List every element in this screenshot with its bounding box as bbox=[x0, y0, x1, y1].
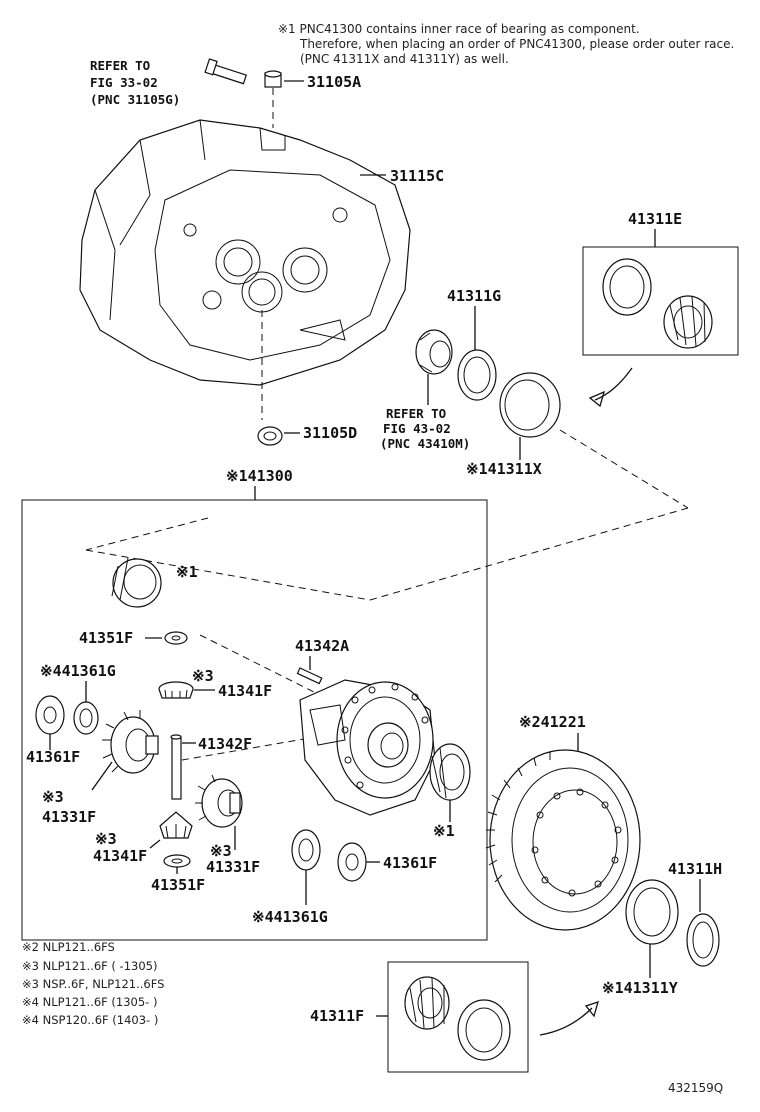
box-41300-differential-assembly bbox=[21, 499, 488, 941]
marker-3-bl: ※3 bbox=[95, 830, 117, 848]
part-41331F-side-gear-left[interactable] bbox=[102, 710, 159, 774]
label-41311H: 41311H bbox=[668, 860, 722, 878]
label-41331F-left: 41331F bbox=[42, 808, 96, 826]
part-41342A-pin[interactable] bbox=[296, 667, 323, 685]
note-line-2: Therefore, when placing an order of PNC4… bbox=[299, 37, 734, 51]
part-41300-inner-bearing-top[interactable] bbox=[111, 557, 162, 608]
footnote-2: ※3 NLP121..6F ( -1305) bbox=[22, 959, 157, 973]
label-41361F-left: 41361F bbox=[26, 748, 80, 766]
part-41341F-pinion-bottom[interactable] bbox=[159, 811, 193, 839]
part-41341F-pinion-top[interactable] bbox=[158, 681, 194, 699]
part-41311X-outer-race[interactable] bbox=[499, 372, 561, 438]
label-41300: ※141300 bbox=[226, 467, 293, 485]
part-41300-inner-bearing-right[interactable] bbox=[429, 743, 471, 801]
svg-text:REFER TO: REFER TO bbox=[90, 58, 150, 73]
label-41341F-top: 41341F bbox=[218, 682, 272, 700]
part-41361F-washer-right[interactable] bbox=[337, 842, 367, 882]
part-41311G-shim[interactable] bbox=[457, 349, 497, 401]
part-41351F-washer-bottom[interactable] bbox=[163, 854, 191, 868]
label-31105A: 31105A bbox=[307, 73, 361, 91]
svg-text:(PNC 43410M): (PNC 43410M) bbox=[380, 436, 470, 451]
box-41311E bbox=[582, 246, 739, 356]
label-41221: ※241221 bbox=[519, 713, 586, 731]
label-41361G-bot: ※441361G bbox=[252, 908, 328, 926]
label-41342A: 41342A bbox=[295, 637, 349, 655]
label-41351F-top: 41351F bbox=[79, 629, 133, 647]
part-41351F-washer-top[interactable] bbox=[164, 631, 188, 645]
label-41361F-right: 41361F bbox=[383, 854, 437, 872]
part-41311Y-outer-race[interactable] bbox=[625, 879, 679, 945]
marker-3-left: ※3 bbox=[42, 788, 64, 806]
marker-1b: ※1 bbox=[433, 822, 455, 840]
marker-3-bm: ※3 bbox=[210, 842, 232, 860]
svg-text:(PNC 31105G): (PNC 31105G) bbox=[90, 92, 180, 107]
label-41341F-bot: 41341F bbox=[93, 847, 147, 865]
part-41311E-bearing[interactable] bbox=[602, 258, 713, 349]
box-41311F bbox=[387, 961, 529, 1073]
label-41331F-mid: 41331F bbox=[206, 858, 260, 876]
part-41311H-shim[interactable] bbox=[686, 913, 720, 967]
footnotes: ※2 NLP121..6FS ※3 NLP121..6F ( -1305) ※3… bbox=[22, 940, 164, 1027]
footnote-5: ※4 NSP120..6F (1403- ) bbox=[22, 1013, 158, 1027]
transaxle-housing-illustration[interactable] bbox=[79, 119, 411, 386]
footnote-4: ※4 NLP121..6F (1305- ) bbox=[22, 995, 157, 1009]
footnote-3: ※3 NSP..6F, NLP121..6FS bbox=[22, 977, 164, 991]
label-41311E: 41311E bbox=[628, 210, 682, 228]
marker-1a: ※1 bbox=[176, 563, 198, 581]
label-41351F-bot: 41351F bbox=[151, 876, 205, 894]
svg-text:REFER TO: REFER TO bbox=[386, 406, 446, 421]
part-41221-ring-gear[interactable] bbox=[485, 749, 641, 931]
part-41361F-washer-left[interactable] bbox=[35, 695, 65, 735]
refer-fig-43-02[interactable]: REFER TO FIG 43-02 (PNC 43410M) bbox=[380, 406, 470, 451]
part-41361G-thrust-washer-right[interactable] bbox=[291, 829, 321, 871]
label-41342F: 41342F bbox=[198, 735, 252, 753]
svg-text:FIG 33-02: FIG 33-02 bbox=[90, 75, 158, 90]
svg-text:FIG 43-02: FIG 43-02 bbox=[383, 421, 451, 436]
part-differential-case[interactable] bbox=[299, 679, 436, 816]
label-31115C: 31115C bbox=[390, 167, 444, 185]
label-41361G-top: ※441361G bbox=[40, 662, 116, 680]
part-41342F-pinion-shaft[interactable] bbox=[170, 734, 182, 800]
bolt-part[interactable] bbox=[204, 58, 247, 85]
refer-fig-43-02-part[interactable] bbox=[415, 329, 453, 375]
part-31105D-oil-seal[interactable] bbox=[257, 426, 283, 446]
label-41311Y: ※141311Y bbox=[602, 979, 678, 997]
label-41311G: 41311G bbox=[447, 287, 501, 305]
part-41361G-thrust-washer-left[interactable] bbox=[73, 701, 99, 735]
part-41331F-side-gear-mid[interactable] bbox=[195, 774, 243, 828]
refer-fig-33-02[interactable]: REFER TO FIG 33-02 (PNC 31105G) bbox=[90, 58, 180, 107]
marker-3-top: ※3 bbox=[192, 667, 214, 685]
label-41311X: ※141311X bbox=[466, 460, 542, 478]
note-line-1: ※1 PNC41300 contains inner race of beari… bbox=[278, 22, 640, 36]
figure-id: 432159Q bbox=[668, 1081, 723, 1095]
label-41311F-bot: 41311F bbox=[310, 1007, 364, 1025]
label-31105D: 31105D bbox=[303, 424, 357, 442]
part-31105A-plug[interactable] bbox=[264, 70, 282, 88]
note-line-3: (PNC 41311X and 41311Y) as well. bbox=[300, 52, 509, 66]
footnote-1: ※2 NLP121..6FS bbox=[22, 940, 115, 954]
part-41311F-bearing[interactable] bbox=[404, 976, 511, 1061]
